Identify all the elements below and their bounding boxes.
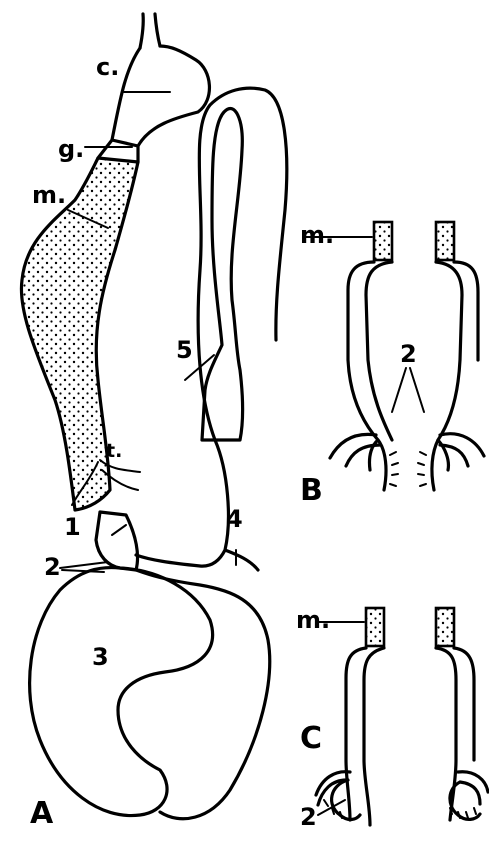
label-b-m: m.	[300, 221, 334, 249]
top-duct	[140, 14, 160, 48]
sac-3	[30, 568, 213, 816]
label-m: m.	[32, 181, 66, 209]
panel-c: m. 2 C	[296, 606, 488, 831]
b-tube-left	[348, 262, 392, 470]
b-stipple-right	[436, 222, 454, 260]
label-c: c.	[96, 53, 119, 81]
panel-label-a: A	[30, 796, 54, 831]
panel-b: m. 2 B	[300, 221, 484, 508]
b-tube-right	[436, 262, 478, 470]
label-1: 1	[64, 513, 81, 541]
label-3: 3	[92, 643, 109, 671]
label-t: t.	[106, 440, 122, 462]
panel-label-b: B	[300, 473, 323, 508]
segment-1	[96, 512, 138, 570]
b-spines	[390, 452, 426, 486]
sac-c	[112, 46, 209, 146]
panel-a: c. g. m. t. 1 2 3 4 5 A	[21, 14, 286, 831]
c-tube-left	[346, 648, 384, 825]
label-5: 5	[176, 336, 193, 364]
gland-5	[202, 108, 243, 440]
leader-b-2b	[410, 368, 424, 412]
label-g: g.	[58, 135, 84, 163]
leader-b-2a	[392, 368, 406, 412]
b-stipple-left	[374, 222, 392, 260]
label-4: 4	[226, 505, 243, 533]
label-2: 2	[44, 553, 61, 581]
b-flare-left	[330, 434, 386, 490]
panel-label-c: C	[300, 721, 322, 756]
c-tube-right	[436, 648, 474, 820]
label-c-m: m.	[296, 606, 330, 634]
leader-1	[112, 525, 126, 535]
c-stipple-right	[436, 608, 454, 646]
label-b-2: 2	[400, 340, 417, 368]
c-stipple-left	[366, 608, 384, 646]
label-c-2: 2	[300, 803, 317, 831]
